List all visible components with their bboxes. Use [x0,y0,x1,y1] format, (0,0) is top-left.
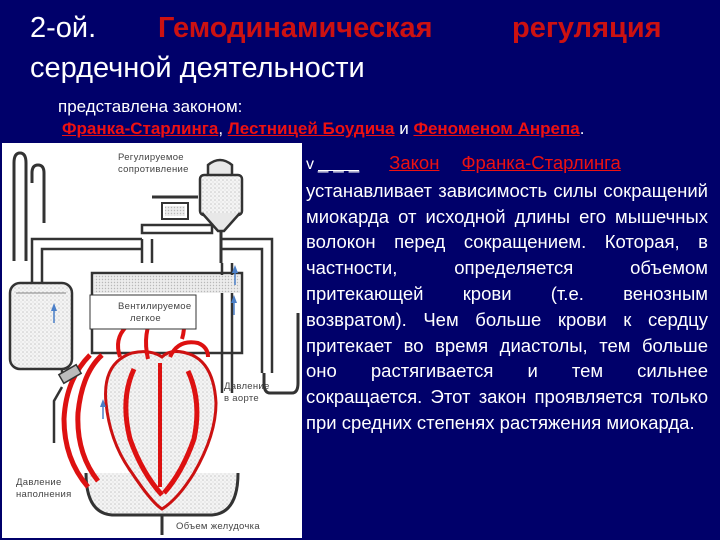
label-aortic-pressure-1: Давление [224,381,270,392]
venous-reservoir [198,158,244,263]
flow-arrows [51,265,238,407]
law-heading: v _ _ _ Закон Франка-Старлинга [306,150,708,178]
left-reservoir [8,281,75,381]
link-frank-starling[interactable]: Франка-Старлинга [62,119,219,138]
intro-mid: и [394,119,414,138]
heading-zakon: Закон [389,152,440,173]
right-manometer [262,313,300,395]
label-filling-pressure-2: наполнения [16,489,72,500]
title-line-2: сердечной деятельности [30,52,365,84]
title-part-1: 2-ой. [30,12,97,44]
heading-law-name[interactable]: Франка-Старлинга [461,152,621,173]
title-part-3: регуляция [512,12,662,44]
title-part-2: Гемодинамическая [158,12,433,44]
label-resistance-2: сопротивление [118,164,189,175]
heading-dashes: _ _ _ [318,152,360,173]
intro-sep: , [218,119,224,138]
law-body-text: устанавливает зависимость силы сокращени… [306,179,708,433]
law-description: v _ _ _ Закон Франка-Старлинга устанавли… [306,150,708,436]
bullet-icon: v [306,156,314,173]
link-bowditch-staircase[interactable]: Лестницей Боудича [227,119,395,138]
heart-lung-preparation-diagram: Регулируемое сопротивление Вентилируемое… [2,143,302,538]
label-filling-pressure-1: Давление [16,477,62,488]
filling-tap [52,363,83,443]
label-stroke-volume: Объем желудочка [176,521,260,532]
intro-lead: представлена законом: [58,97,243,116]
left-manometer [12,151,46,261]
diagram-svg: Регулируемое сопротивление Вентилируемое… [8,151,300,535]
label-aortic-pressure-2: в аорте [224,393,259,404]
resistance-valve [140,195,214,235]
label-lungs-2: легкое [130,313,161,324]
label-lungs-1: Вентилируемое [118,301,191,312]
intro-links: Франка-Старлинга, Лестницей Боудича и Фе… [62,117,712,141]
link-anrep-phenomenon[interactable]: Феноменом Анрепа [413,119,580,138]
intro-end: . [579,119,585,138]
flow-arrow-lines [53,273,236,419]
label-resistance-1: Регулируемое [118,152,184,163]
